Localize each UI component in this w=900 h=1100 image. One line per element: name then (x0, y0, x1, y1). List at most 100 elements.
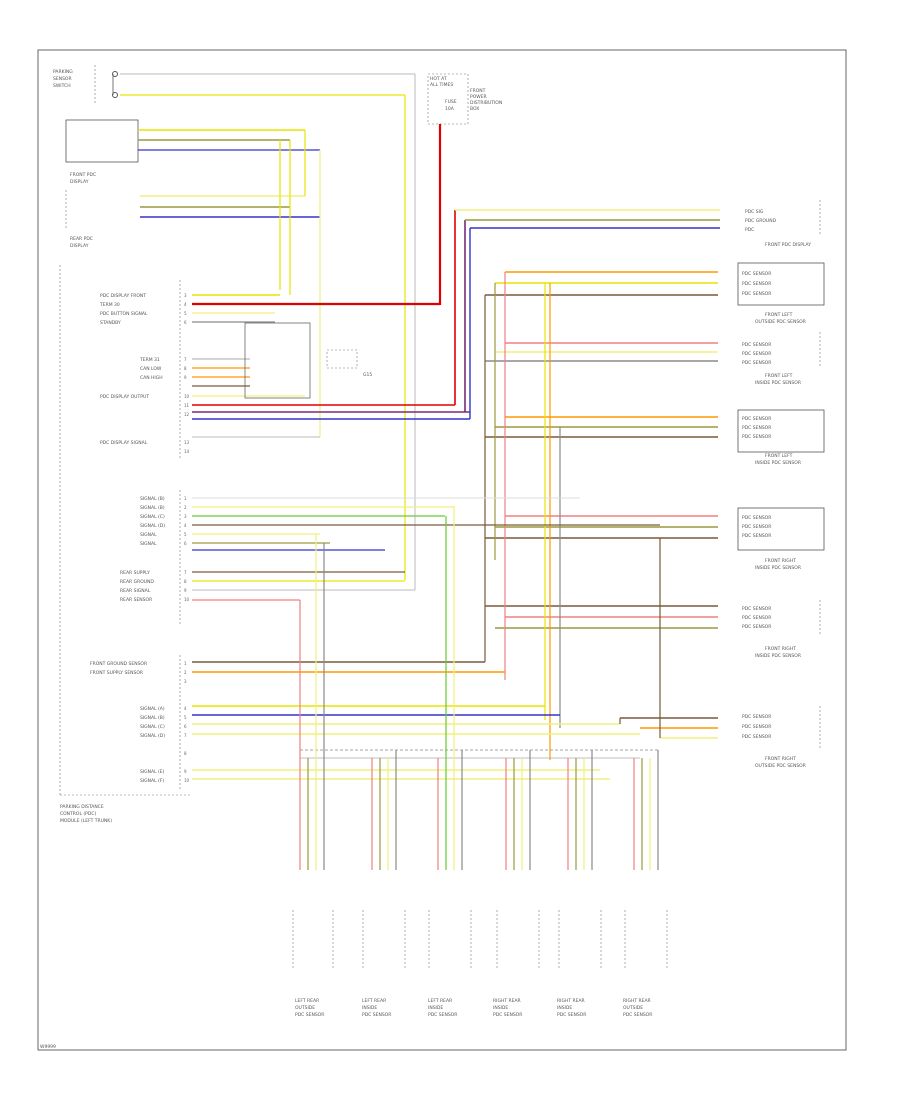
svg-text:PDC SENSOR: PDC SENSOR (742, 624, 771, 630)
svg-text:OUTSIDE PDC SENSOR: OUTSIDE PDC SENSOR (755, 763, 806, 769)
svg-text:SIGNAL (B): SIGNAL (B) (140, 715, 165, 721)
svg-text:PDC SENSOR: PDC SENSOR (742, 606, 771, 612)
trip-sensor-switch: PARKING SENSOR SWITCH (53, 65, 118, 105)
svg-text:10: 10 (184, 778, 190, 783)
module-pins-middle: SIGNAL (B)1 SIGNAL (B)2 SIGNAL (C)3 SIGN… (120, 496, 190, 603)
fuse-box: HOT AT ALL TIMES FRONT POWER DISTRIBUTIO… (427, 73, 502, 125)
ground-junction: G15 (244, 322, 372, 399)
svg-text:PDC SENSOR: PDC SENSOR (623, 1012, 652, 1018)
svg-text:3: 3 (184, 679, 187, 684)
svg-text:PDC SENSOR: PDC SENSOR (362, 1012, 391, 1018)
svg-text:1: 1 (184, 661, 187, 666)
svg-text:10: 10 (184, 394, 190, 399)
svg-text:3: 3 (184, 514, 187, 519)
svg-text:PDC SENSOR: PDC SENSOR (742, 271, 771, 277)
svg-text:PDC SENSOR: PDC SENSOR (742, 351, 771, 357)
svg-text:SIGNAL (A): SIGNAL (A) (140, 706, 165, 712)
svg-text:REAR PDC: REAR PDC (70, 236, 93, 242)
sensor-front-left-inside-2: PDC SENSOR PDC SENSOR PDC SENSOR FRONT L… (737, 409, 825, 466)
bottom-sensor-1: LEFT REAR OUTSIDE PDC SENSOR (292, 910, 334, 1018)
svg-text:MODULE (LEFT TRUNK): MODULE (LEFT TRUNK) (60, 818, 112, 824)
sensor-front-left-outside: PDC SENSOR PDC SENSOR PDC SENSOR FRONT L… (737, 262, 825, 325)
svg-text:SWITCH: SWITCH (53, 83, 71, 89)
svg-text:FRONT LEFT: FRONT LEFT (765, 373, 793, 379)
svg-text:SIGNAL: SIGNAL (140, 541, 157, 547)
svg-text:SIGNAL (E): SIGNAL (E) (140, 769, 165, 775)
svg-text:5: 5 (184, 532, 187, 537)
svg-text:HOT AT: HOT AT (430, 76, 447, 82)
svg-text:PARKING: PARKING (53, 69, 73, 75)
svg-text:PDC SENSOR: PDC SENSOR (742, 515, 771, 521)
svg-text:REAR SUPPLY: REAR SUPPLY (120, 570, 150, 576)
rear-pdc-display: REAR PDC DISPLAY (65, 190, 93, 249)
svg-text:PDC SENSOR: PDC SENSOR (557, 1012, 586, 1018)
svg-text:INSIDE PDC SENSOR: INSIDE PDC SENSOR (755, 380, 801, 386)
svg-text:10A: 10A (445, 106, 455, 112)
svg-text:PDC SENSOR: PDC SENSOR (742, 291, 771, 297)
svg-text:OUTSIDE: OUTSIDE (295, 1005, 315, 1011)
svg-text:G15: G15 (363, 372, 372, 378)
svg-text:PDC DISPLAY OUTPUT: PDC DISPLAY OUTPUT (100, 394, 149, 400)
svg-text:6: 6 (184, 541, 187, 546)
svg-text:INSIDE: INSIDE (428, 1005, 443, 1011)
bottom-sensor-2: LEFT REAR INSIDE PDC SENSOR (362, 910, 406, 1018)
sensor-front-right-inside-1: PDC SENSOR PDC SENSOR PDC SENSOR FRONT R… (737, 507, 825, 571)
svg-text:PDC: PDC (745, 227, 754, 233)
svg-text:OUTSIDE PDC SENSOR: OUTSIDE PDC SENSOR (755, 319, 806, 325)
svg-text:CONTROL (PDC): CONTROL (PDC) (60, 811, 96, 817)
svg-text:PDC SENSOR: PDC SENSOR (742, 342, 771, 348)
svg-text:DISTRIBUTION: DISTRIBUTION (470, 100, 502, 106)
svg-text:PDC DISPLAY SIGNAL: PDC DISPLAY SIGNAL (100, 440, 148, 446)
svg-text:3: 3 (184, 293, 187, 298)
sensor-front-left-inside-1: PDC SENSOR PDC SENSOR PDC SENSOR FRONT L… (742, 332, 821, 386)
svg-text:PDC BUTTON SIGNAL: PDC BUTTON SIGNAL (100, 311, 148, 317)
svg-text:SENSOR: SENSOR (53, 76, 72, 82)
svg-text:6: 6 (184, 320, 187, 325)
svg-text:8: 8 (184, 366, 187, 371)
svg-text:4: 4 (184, 302, 187, 307)
svg-text:14: 14 (184, 449, 190, 454)
svg-text:5: 5 (184, 715, 187, 720)
svg-text:SIGNAL (D): SIGNAL (D) (140, 733, 165, 739)
svg-text:INSIDE: INSIDE (362, 1005, 377, 1011)
svg-text:SIGNAL (B): SIGNAL (B) (140, 496, 165, 502)
diagram-border (37, 49, 847, 1051)
svg-text:RIGHT REAR: RIGHT REAR (493, 998, 521, 1004)
svg-text:9: 9 (184, 375, 187, 380)
svg-text:PDC SENSOR: PDC SENSOR (742, 425, 771, 431)
bottom-sensor-4: RIGHT REAR INSIDE PDC SENSOR (493, 910, 540, 1018)
svg-text:FRONT LEFT: FRONT LEFT (765, 453, 793, 459)
svg-text:7: 7 (184, 570, 187, 575)
pdc-module: PARKING DISTANCE CONTROL (PDC) MODULE (L… (59, 265, 190, 824)
bottom-sensor-3: LEFT REAR INSIDE PDC SENSOR (428, 910, 472, 1018)
sensor-front-right-inside-2: PDC SENSOR PDC SENSOR PDC SENSOR FRONT R… (742, 600, 821, 659)
svg-text:FRONT RIGHT: FRONT RIGHT (765, 756, 796, 762)
svg-text:SIGNAL (D): SIGNAL (D) (140, 523, 165, 529)
bottom-wire-drops (299, 507, 659, 870)
svg-text:OUTSIDE: OUTSIDE (623, 1005, 643, 1011)
svg-text:2: 2 (184, 505, 187, 510)
svg-text:SIGNAL (B): SIGNAL (B) (140, 505, 165, 511)
svg-text:TERM 30: TERM 30 (99, 302, 120, 308)
svg-text:PDC SENSOR: PDC SENSOR (742, 416, 771, 422)
svg-text:FRONT RIGHT: FRONT RIGHT (765, 646, 796, 652)
svg-text:PDC SENSOR: PDC SENSOR (742, 724, 771, 730)
svg-text:RIGHT REAR: RIGHT REAR (557, 998, 585, 1004)
svg-text:SIGNAL (F): SIGNAL (F) (140, 778, 164, 784)
svg-text:LEFT REAR: LEFT REAR (428, 998, 452, 1004)
svg-text:5: 5 (184, 311, 187, 316)
diagram-code: W9999 (40, 1044, 56, 1050)
svg-text:RIGHT REAR: RIGHT REAR (623, 998, 651, 1004)
svg-text:SIGNAL (C): SIGNAL (C) (140, 514, 165, 520)
svg-text:SIGNAL (C): SIGNAL (C) (140, 724, 165, 730)
svg-text:CAN HIGH: CAN HIGH (140, 375, 163, 381)
svg-text:FUSE: FUSE (445, 99, 457, 105)
svg-text:PDC SENSOR: PDC SENSOR (742, 734, 771, 740)
svg-text:PDC GROUND: PDC GROUND (745, 218, 777, 224)
svg-text:POWER: POWER (470, 94, 487, 100)
svg-text:FRONT LEFT: FRONT LEFT (765, 312, 793, 318)
svg-text:FRONT PDC DISPLAY: FRONT PDC DISPLAY (765, 242, 811, 248)
svg-text:7: 7 (184, 357, 187, 362)
svg-text:PDC SENSOR: PDC SENSOR (742, 434, 771, 440)
right-display-connector: PDC SIG PDC GROUND PDC FRONT PDC DISPLAY (745, 200, 821, 248)
